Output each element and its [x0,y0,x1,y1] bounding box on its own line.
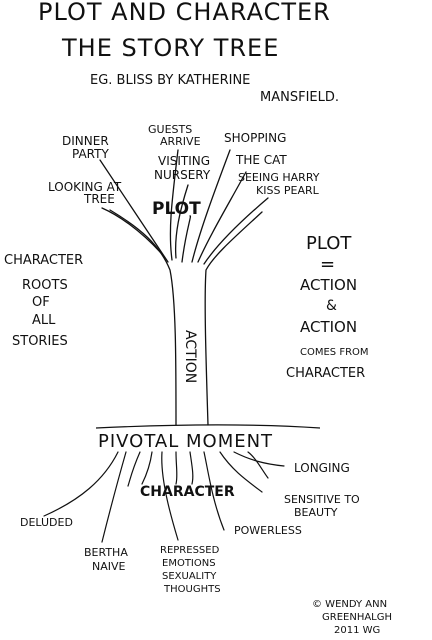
trunk-action-label: ACTION [182,330,198,383]
right-note-amp: & [326,298,337,314]
copyright-line-1: © WENDY ANN [312,599,387,610]
root-sensitive [219,451,263,493]
branch-guests [169,149,179,261]
branch-guests-arrive-2: ARRIVE [160,135,201,148]
root-deluded [43,451,119,517]
right-note-equals: = [320,254,335,275]
right-note-action-2: ACTION [300,318,357,336]
trunk-left-edge [109,209,177,426]
branch-seeing-harry-1: SEEING HARRY [238,171,320,184]
roots [43,451,285,543]
trunk-right-edge [204,211,263,426]
root-deluded-label: DELUDED [20,516,73,529]
left-note-1: CHARACTER [4,253,83,268]
branch-dinner-party-2: PARTY [72,147,109,161]
root-2 [141,451,153,485]
root-powerless-label: POWERLESS [234,524,302,537]
root-sensitive-label-1: SENSITIVE TO [284,493,360,506]
branch-looking-at-tree-2: TREE [83,192,115,206]
right-note-plot: PLOT [306,233,352,254]
branch-shopping: SHOPPING [224,131,286,145]
root-powerless [203,451,225,531]
right-note-character: CHARACTER [286,366,365,381]
left-note-4: ALL [32,313,56,328]
branch-cat [197,171,247,263]
right-note-action-1: ACTION [300,276,357,294]
root-4 [189,451,194,485]
root-repressed-label-2: EMOTIONS [162,558,216,569]
root-5 [247,451,269,479]
branch-harry [203,197,269,265]
branch-plot [181,215,192,263]
root-longing-label: LONGING [294,461,350,475]
root-longing [233,451,285,467]
copyright-line-3: 2011 WG [334,625,380,636]
left-note-2: ROOTS [22,278,68,293]
left-note-5: STORIES [12,334,68,349]
root-repressed-label-1: REPRESSED [160,545,220,556]
root-repressed [161,451,179,541]
branch-looking-at-tree-1: LOOKING AT [48,180,122,194]
pivotal-moment-label: PIVOTAL MOMENT [98,431,273,452]
branch-guests-arrive-1: GUESTS [148,123,192,136]
title-line-1: PLOT AND CHARACTER [38,0,331,26]
branch-visiting-2: NURSERY [154,168,211,182]
ground-line [95,424,321,429]
branch-visiting [174,184,189,259]
canopy-plot-label: PLOT [152,199,201,219]
branch-dinner-party-1: DINNER [62,134,109,148]
root-bertha-label-1: BERTHA [84,546,128,559]
roots-character-label: CHARACTER [140,484,235,500]
copyright-line-2: GREENHALGH [322,612,392,623]
example-line-1: EG. BLISS BY KATHERINE [90,73,250,88]
branch-the-cat: THE CAT [235,153,287,167]
root-3 [175,451,178,485]
left-note-3: OF [32,295,50,310]
branch-shopping [191,149,231,263]
branch-visiting-1: VISITING [158,154,210,168]
right-note-comes-from: COMES FROM [300,347,369,358]
branch-seeing-harry-2: KISS PEARL [256,184,320,197]
branch-looking [101,207,161,253]
tree-outline [99,149,269,426]
root-repressed-label-4: THOUGHTS [163,584,221,595]
root-bertha-label-2: NAIVE [92,560,126,573]
root-sensitive-label-2: BEAUTY [294,506,338,519]
branch-dinner [99,159,169,263]
root-bertha [101,451,127,543]
root-repressed-label-3: SEXUALITY [162,571,217,582]
title-line-2: THE STORY TREE [61,34,279,62]
root-1 [127,451,141,487]
example-line-2: MANSFIELD. [260,90,339,105]
